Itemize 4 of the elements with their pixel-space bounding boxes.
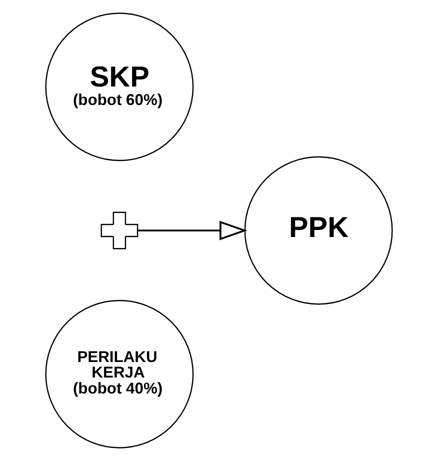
arrow: [137, 220, 247, 240]
node-circle: PPK: [244, 156, 392, 305]
node-circle: SKP (bobot 60%): [44, 12, 194, 162]
node-circle: PERILAKU KERJA (bobot 40%): [44, 300, 194, 448]
